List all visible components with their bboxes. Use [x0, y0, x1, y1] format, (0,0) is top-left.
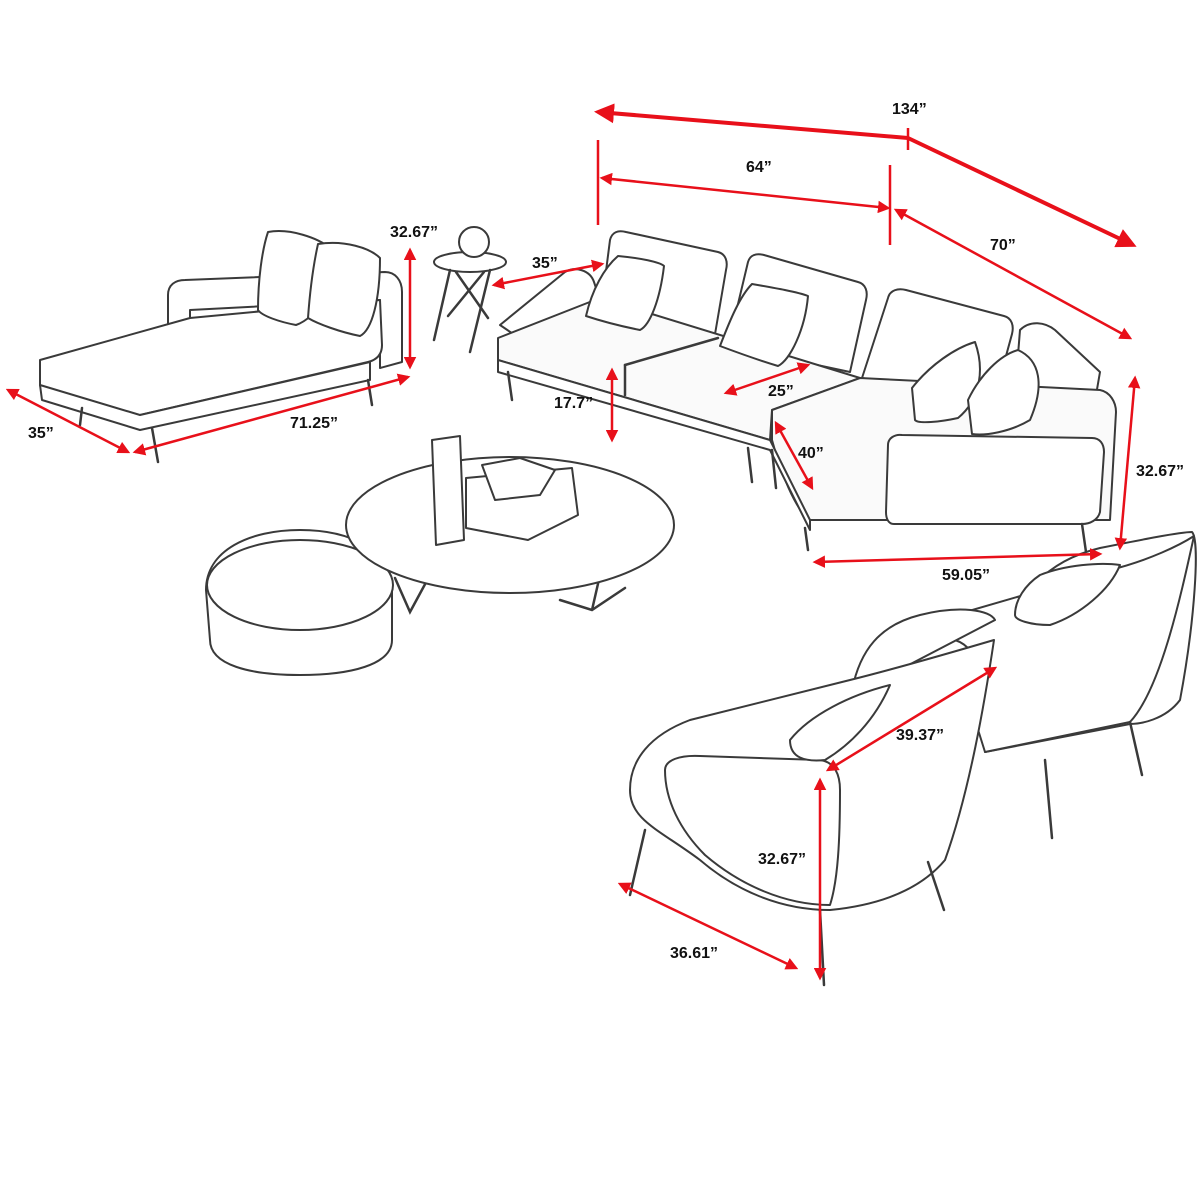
coffee-table-base: [393, 573, 432, 615]
dim-line-corner-width: [893, 208, 1133, 340]
sofa-leg: [1080, 522, 1088, 554]
coffee-table-set: [205, 435, 675, 676]
label-seat-depth: 25”: [768, 383, 794, 400]
side-table: [432, 226, 507, 354]
label-corner-width: 70”: [990, 237, 1016, 254]
dim-line-sofa-width: [599, 172, 891, 214]
sofa-throw-cushion: [967, 349, 1040, 436]
dim-line-sofa-depth: [491, 259, 605, 290]
label-sofa-depth: 35”: [532, 255, 558, 272]
side-table-leg: [446, 270, 486, 318]
dim-line-corner-seat-depth: [774, 420, 814, 491]
armchair-back-leg: [1128, 720, 1144, 777]
dim-line-corner-height: [1114, 375, 1141, 551]
sofa-leg: [803, 526, 810, 552]
label-chair-depth: 36.61”: [670, 945, 718, 962]
label-chair-width: 39.37”: [896, 727, 944, 744]
armchair-front-side: [664, 754, 841, 906]
side-table-ball: [458, 226, 490, 258]
dim-line-overall-right: [907, 136, 1137, 248]
dimension-lines: [5, 103, 1141, 981]
armchair-front: [628, 608, 996, 987]
dimension-labels: 134” 64” 70” 32.67” 35” 71.25” 35” 17.7”…: [28, 101, 1184, 962]
chaise-leg: [366, 378, 374, 407]
armchair-back: [919, 531, 1197, 840]
armchair-front-leg: [628, 828, 647, 897]
side-table-leg: [432, 268, 452, 342]
sofa-corner-arm: [885, 433, 1105, 525]
dim-line-corner-length: [812, 548, 1103, 568]
label-chair-height: 32.67”: [758, 851, 806, 868]
table-vase: [431, 435, 465, 546]
dim-line-chair-width: [825, 666, 998, 772]
label-corner-length: 59.05”: [942, 567, 990, 584]
label-chaise-depth: 35”: [28, 425, 54, 442]
label-corner-height: 32.67”: [1136, 463, 1184, 480]
armchair-front-leg: [926, 860, 946, 912]
label-seat-height: 17.7”: [554, 395, 593, 412]
chaise-cushion-2: [307, 242, 381, 337]
sofa-throw-cushion: [585, 255, 665, 331]
round-ottoman-top: [206, 539, 394, 631]
label-overall-width: 134”: [892, 101, 927, 118]
label-chaise-length: 71.25”: [290, 415, 338, 432]
main-sectional-sofa: [497, 230, 1117, 554]
dim-line-seat-depth: [723, 362, 811, 396]
table-decor-bowl: [481, 457, 556, 501]
sofa-seat-seam: [623, 336, 720, 367]
sofa-base: [497, 359, 811, 531]
dim-line-chair-depth: [617, 882, 799, 970]
side-table-leg: [454, 270, 490, 320]
sofa-leg: [506, 370, 514, 402]
side-table-leg: [468, 268, 492, 354]
label-chaise-height: 32.67”: [390, 224, 438, 241]
dim-line-overall-top: [594, 103, 909, 140]
dim-line-chaise-depth: [5, 388, 131, 454]
dim-line-chaise-length: [132, 373, 411, 456]
label-sofa-width: 64”: [746, 159, 772, 176]
label-corner-seat-depth: 40”: [798, 445, 824, 462]
sofa-leg: [746, 446, 754, 484]
armchair-back-leg: [1043, 758, 1054, 840]
